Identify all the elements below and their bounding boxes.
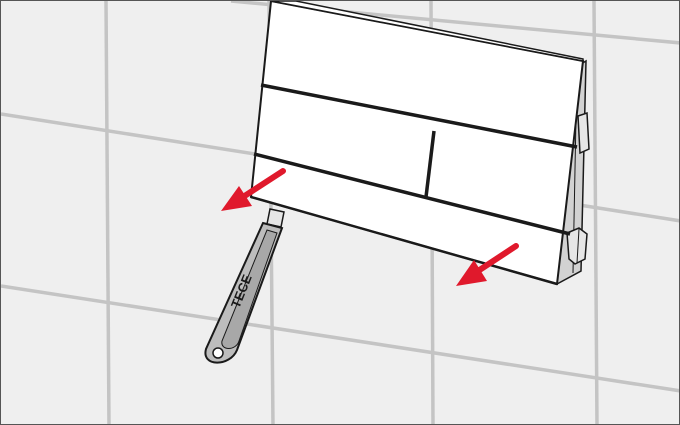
grout-line-v1 bbox=[104, 1, 111, 424]
plate-lower-divider bbox=[253, 152, 571, 236]
right-arrow-head bbox=[456, 260, 487, 286]
plate-bottom-edge bbox=[250, 195, 558, 286]
left-arrow-head bbox=[221, 186, 252, 211]
right-pull-arrow bbox=[456, 243, 519, 286]
lower-mounting-clip bbox=[566, 227, 588, 265]
pull-arrows bbox=[221, 168, 519, 286]
tool-handle-groove bbox=[221, 229, 278, 349]
right-arrow-shaft bbox=[475, 243, 519, 274]
left-arrow-shaft bbox=[240, 168, 286, 200]
plate-upper-divider bbox=[260, 83, 578, 149]
plate-button-divider bbox=[424, 130, 436, 198]
tool-ring-hole bbox=[212, 347, 224, 359]
plate-top-edge bbox=[270, 1, 584, 62]
lower-clip-edge bbox=[576, 228, 580, 264]
mounting-clips bbox=[566, 111, 590, 265]
grout-line-h3 bbox=[1, 284, 679, 393]
release-tool: TECE bbox=[204, 208, 285, 364]
upper-mounting-clip bbox=[577, 111, 590, 155]
left-pull-arrow bbox=[221, 168, 286, 211]
flush-plate bbox=[249, 1, 585, 286]
grout-line-v4 bbox=[592, 1, 599, 424]
